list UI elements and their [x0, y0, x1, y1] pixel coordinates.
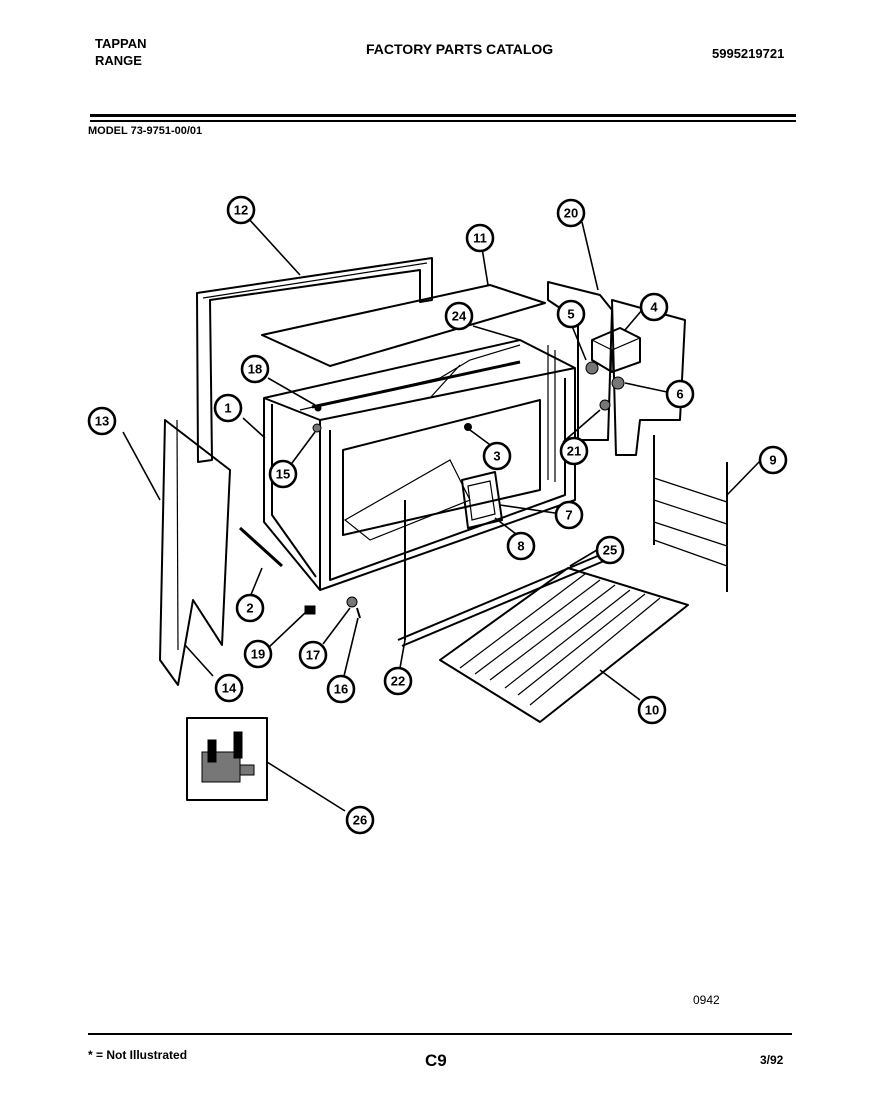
callout-25: 25 [595, 535, 625, 565]
drawing-code: 0942 [693, 993, 720, 1007]
callout-label: 25 [603, 543, 617, 558]
handle-part [461, 471, 503, 529]
callout-label: 18 [248, 362, 262, 377]
model-number: MODEL 73-9751-00/01 [88, 125, 203, 137]
callout-11: 11 [465, 223, 495, 253]
brand-name: TAPPAN [95, 36, 147, 51]
callout-21: 21 [559, 436, 589, 466]
callout-6: 6 [665, 379, 695, 409]
callout-label: 14 [222, 681, 237, 696]
callout-26: 26 [345, 805, 375, 835]
callout-1: 1 [213, 393, 243, 423]
callout-label: 11 [473, 231, 487, 246]
callout-15: 15 [268, 459, 298, 489]
callout-3: 3 [482, 441, 512, 471]
callout-label: 19 [251, 647, 265, 662]
callout-label: 24 [452, 309, 467, 324]
switch-inset-part [186, 717, 268, 801]
callout-label: 1 [224, 401, 231, 416]
page-label: C9 [425, 1051, 447, 1070]
top-panel-part [261, 284, 546, 367]
rear-panel-part [196, 257, 433, 463]
rail-part [397, 500, 605, 647]
callout-label: 13 [95, 414, 109, 429]
footnote: * = Not Illustrated [88, 1048, 188, 1062]
callout-label: 22 [391, 674, 405, 689]
callout-label: 16 [334, 682, 348, 697]
callout-24: 24 [444, 301, 474, 331]
callout-label: 15 [276, 467, 290, 482]
product-type: RANGE [95, 53, 142, 68]
callout-8: 8 [506, 531, 536, 561]
side-panel-part [159, 419, 231, 686]
callout-19: 19 [243, 639, 273, 669]
trim-strip-part [238, 526, 284, 568]
callout-10: 10 [637, 695, 667, 725]
revision-date: 3/92 [760, 1053, 784, 1067]
shelf-guide-part [653, 435, 728, 592]
small-hardware-parts [312, 361, 625, 433]
callout-label: 20 [564, 206, 578, 221]
callout-label: 8 [517, 539, 524, 554]
callout-label: 21 [567, 444, 581, 459]
callout-14: 14 [214, 673, 244, 703]
leader-lines [122, 217, 761, 812]
catalog-title: FACTORY PARTS CATALOG [366, 41, 554, 57]
right-side-bracket-part [547, 281, 686, 456]
callout-label: 3 [493, 449, 500, 464]
header-rule-secondary [90, 120, 796, 122]
callout-2: 2 [235, 593, 265, 623]
callout-label: 17 [306, 648, 320, 663]
callout-20: 20 [556, 198, 586, 228]
callout-7: 7 [554, 500, 584, 530]
callout-label: 2 [246, 601, 253, 616]
callout-18: 18 [240, 354, 270, 384]
callout-16: 16 [326, 674, 356, 704]
catalog-number: 5995219721 [712, 46, 785, 61]
callout-label: 4 [650, 300, 658, 315]
callout-17: 17 [298, 640, 328, 670]
callout-12: 12 [226, 195, 256, 225]
header-rule [90, 114, 796, 117]
control-box-part [591, 327, 641, 373]
fastener-parts [304, 596, 361, 619]
callout-label: 10 [645, 703, 659, 718]
callout-13: 13 [87, 406, 117, 436]
callout-label: 6 [676, 387, 683, 402]
callout-label: 26 [353, 813, 367, 828]
callout-4: 4 [639, 292, 669, 322]
callout-label: 12 [234, 203, 248, 218]
callout-label: 5 [567, 307, 574, 322]
callout-22: 22 [383, 666, 413, 696]
callout-5: 5 [556, 299, 586, 329]
oven-rack-part [439, 567, 689, 723]
footer-rule [88, 1033, 792, 1035]
callout-9: 9 [758, 445, 788, 475]
callout-label: 7 [565, 508, 572, 523]
callout-label: 9 [769, 453, 776, 468]
